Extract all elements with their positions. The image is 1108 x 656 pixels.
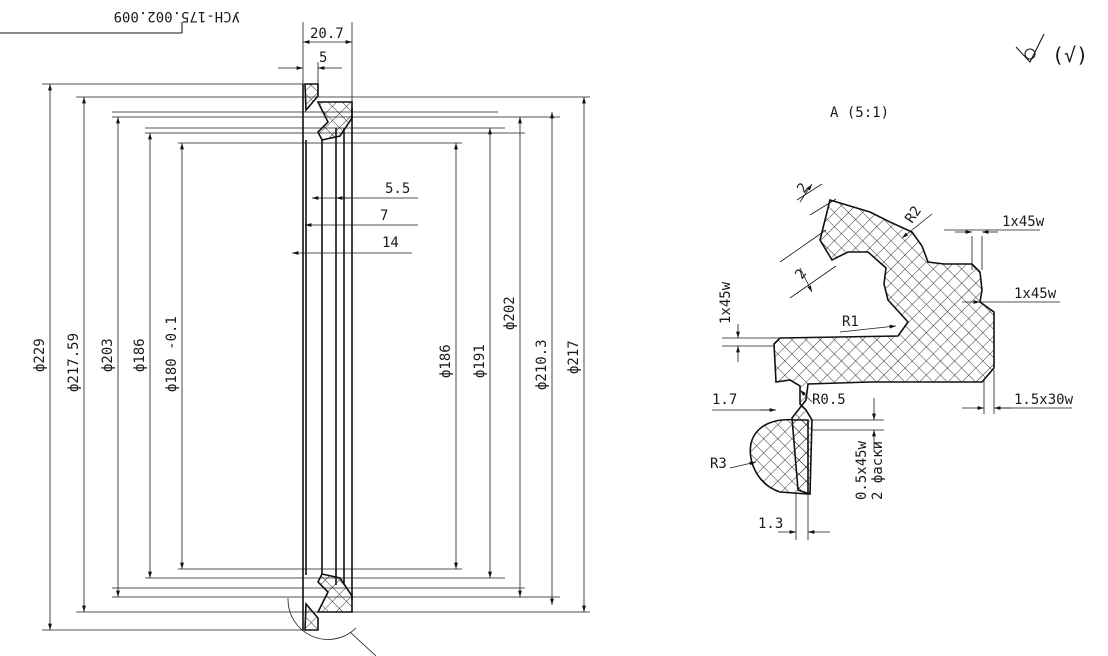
roughness-symbol: (√) xyxy=(1015,33,1088,67)
detail-r3: R3 xyxy=(710,456,727,472)
drawing-number: УСН-175.002.009 xyxy=(114,8,240,24)
dim-offset-1: 5.5 xyxy=(385,181,410,197)
detail-c0-5x45-line1: 0.5х45w xyxy=(854,440,870,500)
dim-d217-59: ф217.59 xyxy=(66,333,82,392)
main-section-view: ф229 ф217.59 ф203 ф186 ф180 -0.1 ф186 ф1… xyxy=(32,22,590,656)
detail-c1-5x30: 1.5х30w xyxy=(1014,392,1074,408)
dim-d217: ф217 xyxy=(566,340,582,374)
detail-view-label: А (5:1) xyxy=(830,105,889,121)
detail-c1x45-mid: 1х45w xyxy=(1014,286,1057,302)
dim-d229: ф229 xyxy=(32,338,48,372)
detail-dim-mid-2: 2 xyxy=(792,266,810,282)
title-block: УСН-175.002.009 xyxy=(0,8,240,34)
dim-d203: ф203 xyxy=(100,338,116,372)
dim-d186-right: ф186 xyxy=(438,344,454,378)
dim-offset-2: 7 xyxy=(380,208,388,224)
detail-r2: R2 xyxy=(902,203,925,226)
dim-top-inner: 5 xyxy=(319,50,327,66)
detail-c1x45-left: 1х45w xyxy=(718,281,734,324)
dim-d180: ф180 -0.1 xyxy=(164,316,180,392)
detail-r0-5: R0.5 xyxy=(812,392,846,408)
detail-r1: R1 xyxy=(842,314,859,330)
dim-d210-3: ф210.3 xyxy=(534,339,550,390)
detail-view-a: А (5:1) 2 2 R2 1х45w 1х45w R1 xyxy=(710,105,1074,540)
dim-top-width: 20.7 xyxy=(310,26,344,42)
detail-c0-5x45-line2: 2 фаски xyxy=(870,441,886,500)
detail-profile-bulb xyxy=(749,418,809,495)
dim-d186-left: ф186 xyxy=(132,338,148,372)
detail-dim-1-7: 1.7 xyxy=(712,392,737,408)
dim-offset-3: 14 xyxy=(382,235,399,251)
roughness-paren-symbol: (√) xyxy=(1052,43,1088,67)
detail-dim-top-2: 2 xyxy=(794,180,812,196)
dim-d202: ф202 xyxy=(502,296,518,330)
dim-d191: ф191 xyxy=(472,344,488,378)
detail-dim-1-3: 1.3 xyxy=(758,516,783,532)
detail-c1x45-top: 1х45w xyxy=(1002,214,1045,230)
